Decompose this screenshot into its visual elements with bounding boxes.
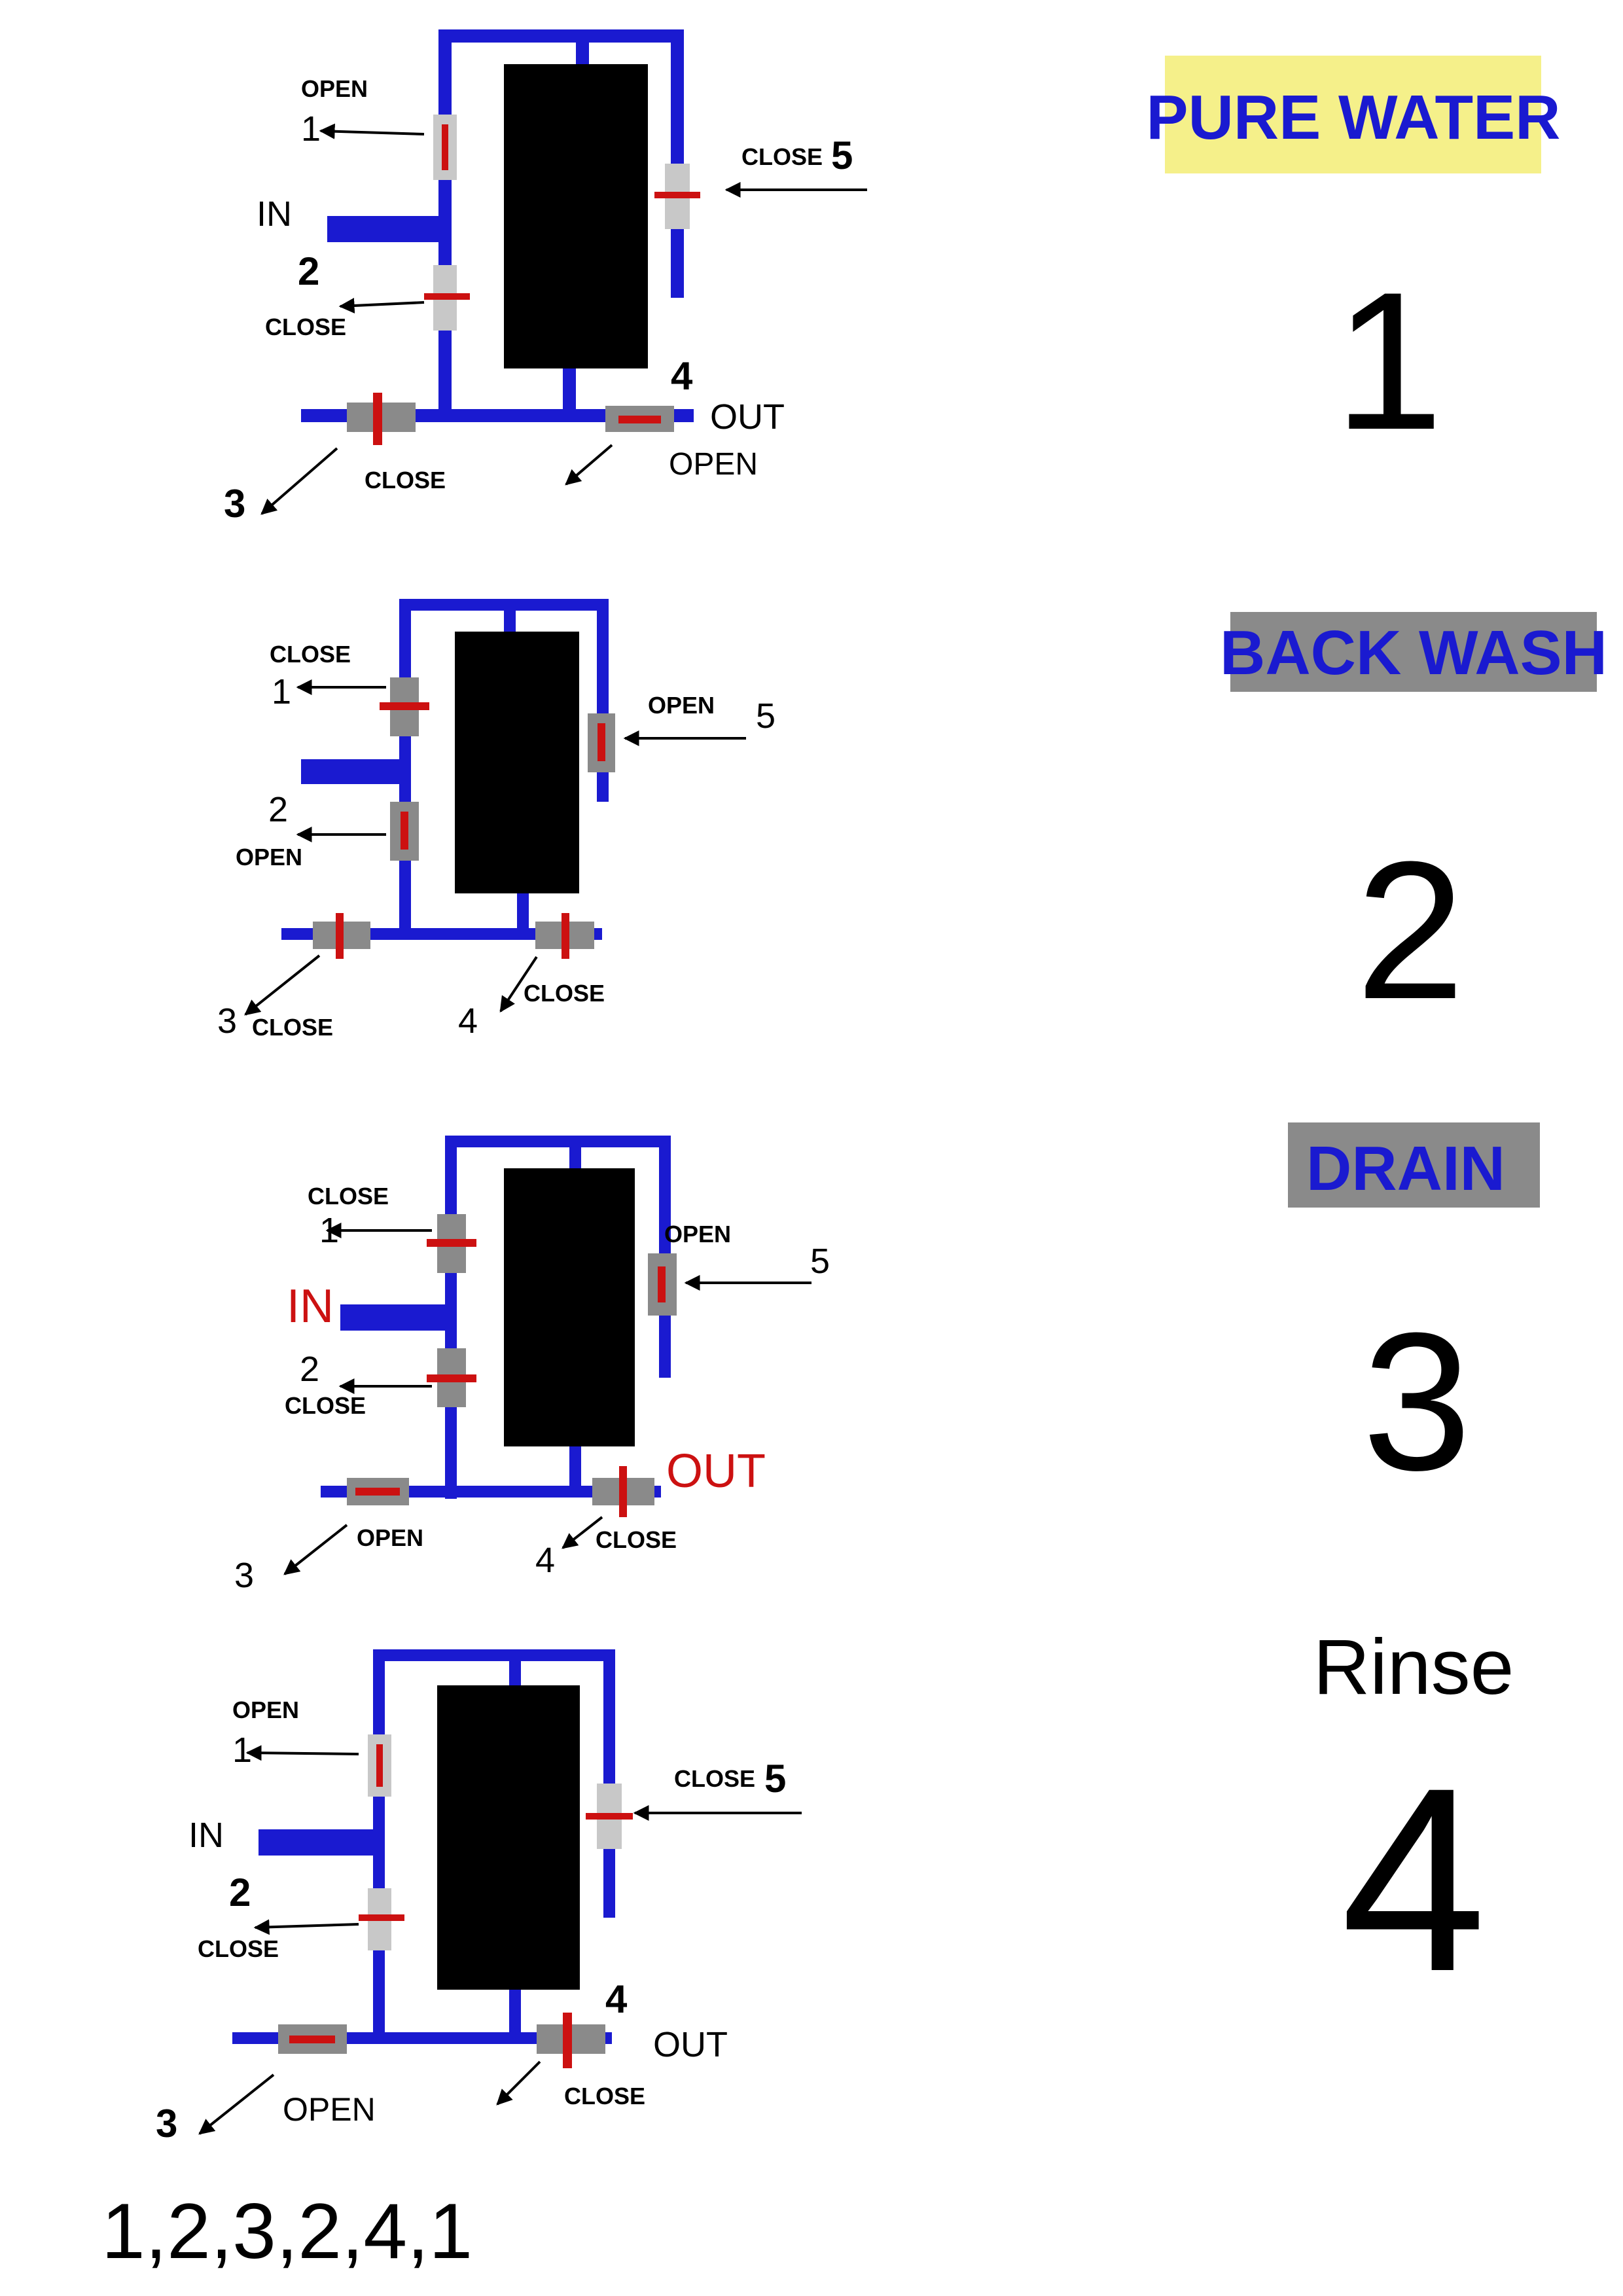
in-label: IN [257,194,292,234]
valve-2 [390,802,419,861]
valve-3 [347,1478,409,1505]
valve-4-id: 4 [535,1541,555,1580]
step-3-number: 3 [1363,1291,1472,1511]
step-2-diagram: CLOSE 1 2 OPEN OPEN 5 3 CLOSE 4 CLOSE [217,599,776,1041]
valve-4-state: CLOSE [596,1526,677,1553]
step-1-number: 1 [1334,251,1444,471]
valve-3-state: CLOSE [365,467,446,493]
valve-3-id: 3 [234,1556,254,1595]
valve-2-state: CLOSE [265,314,346,340]
valve-2-state: CLOSE [198,1935,279,1962]
step-1-title-tag [1165,56,1541,173]
valve-pointers [260,123,867,515]
out-label: OUT [666,1445,766,1498]
valve-2-id: 2 [229,1871,251,1914]
filter-tank [437,1685,580,1990]
valve-2 [427,1348,476,1407]
valve-1-state: OPEN [232,1696,299,1723]
filter-tank [455,632,579,893]
valve-pointers [198,1745,802,2135]
valve-4-id: 4 [605,1977,628,2021]
valve-3-id: 3 [156,2102,177,2145]
valve-2-id: 2 [298,249,319,293]
valve-5-id: 5 [831,134,853,177]
valve-1 [380,677,429,736]
step-3-title-tag [1288,1122,1540,1208]
operation-sequence: 1,2,3,2,4,1 [101,2187,473,2275]
valve-3-id: 3 [217,1001,237,1041]
valve-3-state: OPEN [283,2091,376,2128]
valve-3-state: OPEN [357,1524,423,1551]
step-3-diagram: CLOSE 1 IN 2 CLOSE OPEN 5 OUT OPEN 3 4 C… [234,1136,830,1595]
valve-2 [424,265,470,331]
valve-2-state: OPEN [236,844,302,870]
step-3-title: DRAIN [1306,1134,1505,1204]
valve-2 [359,1888,404,1950]
valve-5-id: 5 [764,1757,786,1801]
valve-pointers [244,679,746,1016]
valve-5 [586,1784,633,1849]
valve-4 [537,2013,605,2068]
valve-3 [278,2024,347,2054]
step-4-title: Rinse [1313,1623,1514,1711]
valve-2-state: CLOSE [285,1392,366,1419]
step-1-diagram: OPEN 1 IN 2 CLOSE CLOSE 5 4 OUT OPEN CLO… [224,29,867,526]
valve-3-state: CLOSE [252,1014,333,1041]
valve-1 [433,115,457,180]
valve-4-id: 4 [671,354,693,398]
valve-1-id: 1 [232,1731,252,1770]
valve-5-state: CLOSE [741,143,823,170]
valve-5-state: OPEN [664,1221,731,1247]
step-2-number: 2 [1356,820,1465,1040]
valve-4-id: 4 [458,1001,478,1041]
in-label: IN [188,1816,224,1855]
out-label: OUT [653,2025,728,2064]
step-4-number: 4 [1341,1733,1486,2026]
valve-2-id: 2 [300,1350,319,1389]
step-2-title: BACK WASH [1220,618,1607,688]
valve-5-id: 5 [810,1242,830,1281]
valve-1-id: 1 [301,109,321,149]
valve-4-state: CLOSE [564,2083,645,2109]
valve-5-state: CLOSE [674,1765,755,1792]
valve-1-state: OPEN [301,75,368,102]
valve-5-state: OPEN [648,692,715,719]
valve-1 [427,1214,476,1273]
valve-5 [654,164,700,229]
valve-4 [592,1466,654,1517]
valve-1-id: 1 [319,1211,339,1250]
valve-3-id: 3 [224,482,245,526]
valve-4-state: OPEN [669,447,758,482]
valve-4 [535,913,594,959]
valve-2-id: 2 [268,790,288,829]
valve-1 [368,1734,391,1797]
valve-1-state: CLOSE [270,641,351,668]
valve-3 [347,393,416,445]
valve-3 [313,913,370,959]
step-1-title: PURE WATER [1147,82,1561,152]
valve-5 [648,1253,677,1316]
valve-4-state: CLOSE [524,980,605,1007]
valve-pointers [283,1223,812,1575]
filter-tank [504,64,648,368]
valve-1-state: CLOSE [308,1183,389,1210]
valve-5-id: 5 [756,696,776,736]
valve-1-id: 1 [272,672,291,711]
out-label: OUT [710,397,785,437]
in-label: IN [287,1280,334,1333]
valve-4 [605,406,674,432]
filter-tank [504,1168,635,1446]
step-4-diagram: OPEN 1 IN 2 CLOSE CLOSE 5 4 OUT OPEN CLO… [156,1649,802,2145]
valve-5 [588,713,615,772]
step-2-title-tag [1230,612,1597,692]
